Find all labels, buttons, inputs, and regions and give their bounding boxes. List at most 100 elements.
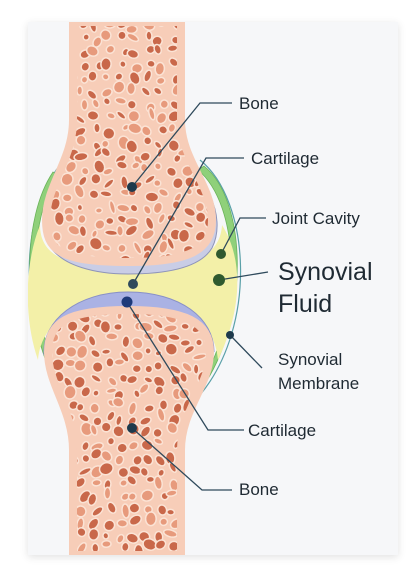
bone-pore xyxy=(78,413,90,423)
bone-pore xyxy=(153,179,162,188)
bone-pore xyxy=(199,89,208,99)
bone-pore xyxy=(86,89,98,101)
bone-pore xyxy=(46,48,49,63)
bone-pore xyxy=(193,32,206,44)
bone-pore xyxy=(210,512,224,525)
bone-pore xyxy=(145,30,153,42)
bone-pore xyxy=(81,440,90,452)
bone-pore xyxy=(102,531,110,540)
bone-pore xyxy=(48,476,50,487)
leader-synovial-membrane xyxy=(229,334,263,369)
bone-pore xyxy=(193,46,201,61)
bone-pore xyxy=(91,361,104,374)
bone-pore xyxy=(48,23,59,35)
bone-pore xyxy=(143,69,153,83)
dot-joint-cavity xyxy=(216,249,226,259)
bone-pore xyxy=(154,61,166,76)
bone-pore xyxy=(105,216,115,226)
bone-pore xyxy=(100,57,112,72)
bone-pore xyxy=(152,427,163,439)
bone-pore xyxy=(171,199,182,211)
bone-pore xyxy=(131,161,141,170)
bone-pore xyxy=(91,478,102,487)
bone-pore xyxy=(125,532,140,544)
bone-pore xyxy=(157,504,168,516)
bone-pore xyxy=(100,348,112,356)
bone-pore xyxy=(211,478,220,485)
bone-pore xyxy=(82,33,90,41)
dot-bone-top xyxy=(127,182,137,192)
bone-pore xyxy=(105,387,118,395)
bone-pore xyxy=(90,373,102,383)
bone-pore xyxy=(206,437,210,447)
bone-pore xyxy=(177,228,191,244)
bone-pore xyxy=(76,526,87,538)
bone-pore xyxy=(140,489,155,502)
bone-pore xyxy=(140,439,154,452)
bone-pore xyxy=(167,139,180,153)
bone-pore xyxy=(126,374,139,385)
bone-pore xyxy=(90,172,102,185)
bone-pore xyxy=(89,402,100,415)
bone-pore xyxy=(185,43,195,55)
bone-pore xyxy=(46,162,52,175)
bone-pore xyxy=(105,357,115,368)
label-joint-cavity: Joint Cavity xyxy=(272,209,360,228)
bone-pore xyxy=(156,332,169,345)
bone-pore xyxy=(117,30,127,41)
bone-pore xyxy=(88,236,103,251)
dot-bone-bottom xyxy=(127,423,137,433)
label-synovial-membrane-line1: Synovial xyxy=(278,350,343,369)
bone-pore xyxy=(102,126,116,141)
bone-pore xyxy=(49,141,59,151)
bone-pore xyxy=(62,500,71,510)
bone-pore xyxy=(116,533,125,544)
bone-pore xyxy=(183,344,196,355)
bone-pore xyxy=(143,404,155,413)
bone-pore xyxy=(195,338,203,347)
bone-pore xyxy=(46,108,53,122)
bone-pore xyxy=(54,502,66,510)
bone-pore xyxy=(34,408,47,421)
bone-pore xyxy=(125,24,138,35)
bone-pore xyxy=(157,188,170,198)
bone-pore xyxy=(191,22,206,35)
bone-pore xyxy=(103,486,112,500)
leader-bone-bottom xyxy=(131,427,232,491)
bone-pore xyxy=(47,33,60,43)
bone-pore xyxy=(101,243,112,252)
bone-pore xyxy=(162,324,178,333)
bone-pore xyxy=(164,342,179,356)
bone-pore xyxy=(167,122,177,134)
bone-pore xyxy=(155,111,168,125)
bone-pore xyxy=(54,512,64,526)
bone-pore xyxy=(207,502,210,513)
bone-pore xyxy=(121,335,131,349)
bone-pore xyxy=(99,29,112,42)
bone-pore xyxy=(90,348,101,359)
bone-pore xyxy=(98,461,114,476)
bone-pore xyxy=(143,136,153,146)
bone-pore xyxy=(36,526,49,539)
bone-pore xyxy=(154,454,166,467)
bone-pore xyxy=(185,437,196,445)
bone-pore xyxy=(203,37,212,48)
bone-pore xyxy=(183,220,195,229)
bone-pore xyxy=(104,332,119,341)
bone-pore xyxy=(147,106,156,121)
bone-pore xyxy=(46,67,49,81)
bone-pore xyxy=(154,539,167,551)
bone-pore xyxy=(106,111,116,120)
bone-pore xyxy=(106,436,116,446)
bone-pore xyxy=(76,85,84,96)
bone-pore xyxy=(165,489,178,497)
bone-pore xyxy=(153,437,164,446)
bone-pore xyxy=(46,86,54,100)
bone-pore xyxy=(75,134,87,146)
bone-pore xyxy=(111,396,125,408)
bone-pore xyxy=(126,99,137,110)
bone-pore xyxy=(157,212,166,225)
bone-pore xyxy=(209,541,210,555)
bone-pore xyxy=(48,416,60,425)
bone-pore xyxy=(211,388,223,399)
